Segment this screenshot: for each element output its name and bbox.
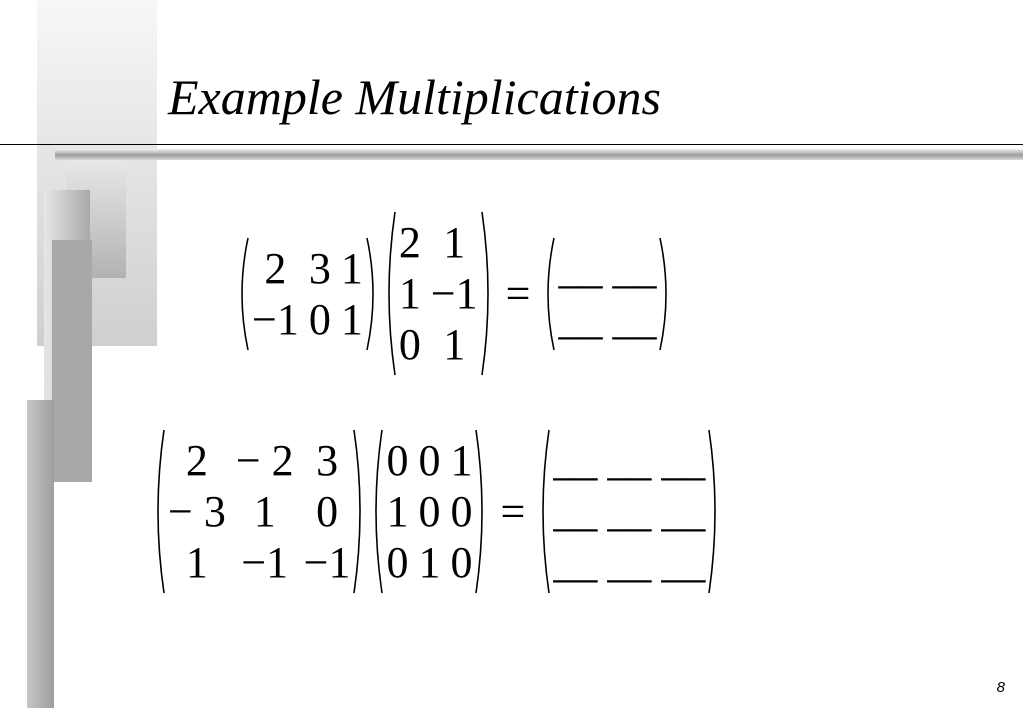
matrix-cell: 1	[418, 538, 441, 587]
equals-sign: =	[505, 268, 531, 318]
matrix-cell: __	[607, 436, 652, 485]
right-paren	[659, 237, 668, 350]
matrix-cell: −1	[430, 269, 478, 318]
matrix-cell: __	[661, 487, 706, 536]
matrix-cell: 1	[398, 269, 421, 318]
matrix-cell: 0	[386, 538, 409, 587]
right-paren	[353, 429, 362, 594]
matrix-cell: 1	[443, 320, 466, 369]
matrix-cell: 0	[418, 487, 441, 536]
matrix-cell: 1	[443, 218, 466, 267]
matrix-cell: 2	[264, 243, 287, 293]
left-paren	[375, 429, 384, 594]
matrix-cell: 0	[450, 487, 473, 536]
right-paren	[480, 211, 489, 376]
title-divider-line	[0, 144, 1023, 145]
matrix-cell: 3	[308, 243, 331, 293]
matrix-cell: 0	[386, 436, 409, 485]
matrix-cell: 0	[450, 538, 473, 587]
matrix-cell: 0	[308, 294, 331, 344]
matrix-cell: 1	[340, 294, 363, 344]
matrix-cell: − 3	[168, 487, 226, 536]
matrix-cell: __	[558, 243, 603, 293]
matrix-cell: __	[612, 294, 657, 344]
matrix-cell: 1	[340, 243, 363, 293]
slide-title: Example Multiplications	[168, 69, 661, 125]
matrix-cell: 1	[185, 538, 208, 587]
decor-block-5	[27, 400, 54, 708]
matrix-cell: __	[607, 487, 652, 536]
matrix-cell: __	[607, 538, 652, 587]
left-paren	[542, 429, 551, 594]
matrix-grid: __________________	[551, 428, 707, 595]
matrix-cell: 0	[316, 487, 339, 536]
matrix-cell: −1	[252, 294, 299, 344]
matrix-cell: __	[661, 436, 706, 485]
matrix-cell: __	[553, 538, 598, 587]
right-paren	[366, 237, 374, 350]
page-number: 8	[996, 679, 1005, 696]
matrix-cell: 0	[398, 320, 421, 369]
left-paren	[241, 237, 249, 350]
matrix-cell: __	[558, 294, 603, 344]
matrix-cell: 1	[253, 487, 276, 536]
matrix-cell: −1	[303, 538, 351, 587]
left-paren	[547, 237, 556, 350]
left-paren	[157, 429, 165, 594]
left-paren	[388, 211, 396, 376]
matrix-grid: ________	[556, 236, 658, 352]
matrix-cell: 3	[316, 436, 339, 485]
matrix-cell: 1	[386, 487, 409, 536]
right-paren	[708, 429, 717, 594]
title-divider-bar	[55, 149, 1023, 160]
matrix-result-2: __________________	[535, 428, 723, 595]
matrix-cell: − 2	[235, 436, 294, 485]
matrix-cell: __	[553, 436, 598, 485]
matrix-cell: __	[553, 487, 598, 536]
matrix-result-1: ________	[540, 236, 674, 352]
matrix-cell: 1	[450, 436, 473, 485]
matrix-cell: __	[612, 243, 657, 293]
equals-sign: =	[500, 486, 526, 536]
matrix-cell: __	[661, 538, 706, 587]
matrix-cell: 2	[398, 218, 421, 267]
matrix-cell: 2	[185, 436, 208, 485]
right-paren	[475, 429, 484, 594]
decor-block-4	[52, 240, 92, 482]
matrix-cell: 0	[418, 436, 441, 485]
matrix-cell: −1	[241, 538, 289, 587]
